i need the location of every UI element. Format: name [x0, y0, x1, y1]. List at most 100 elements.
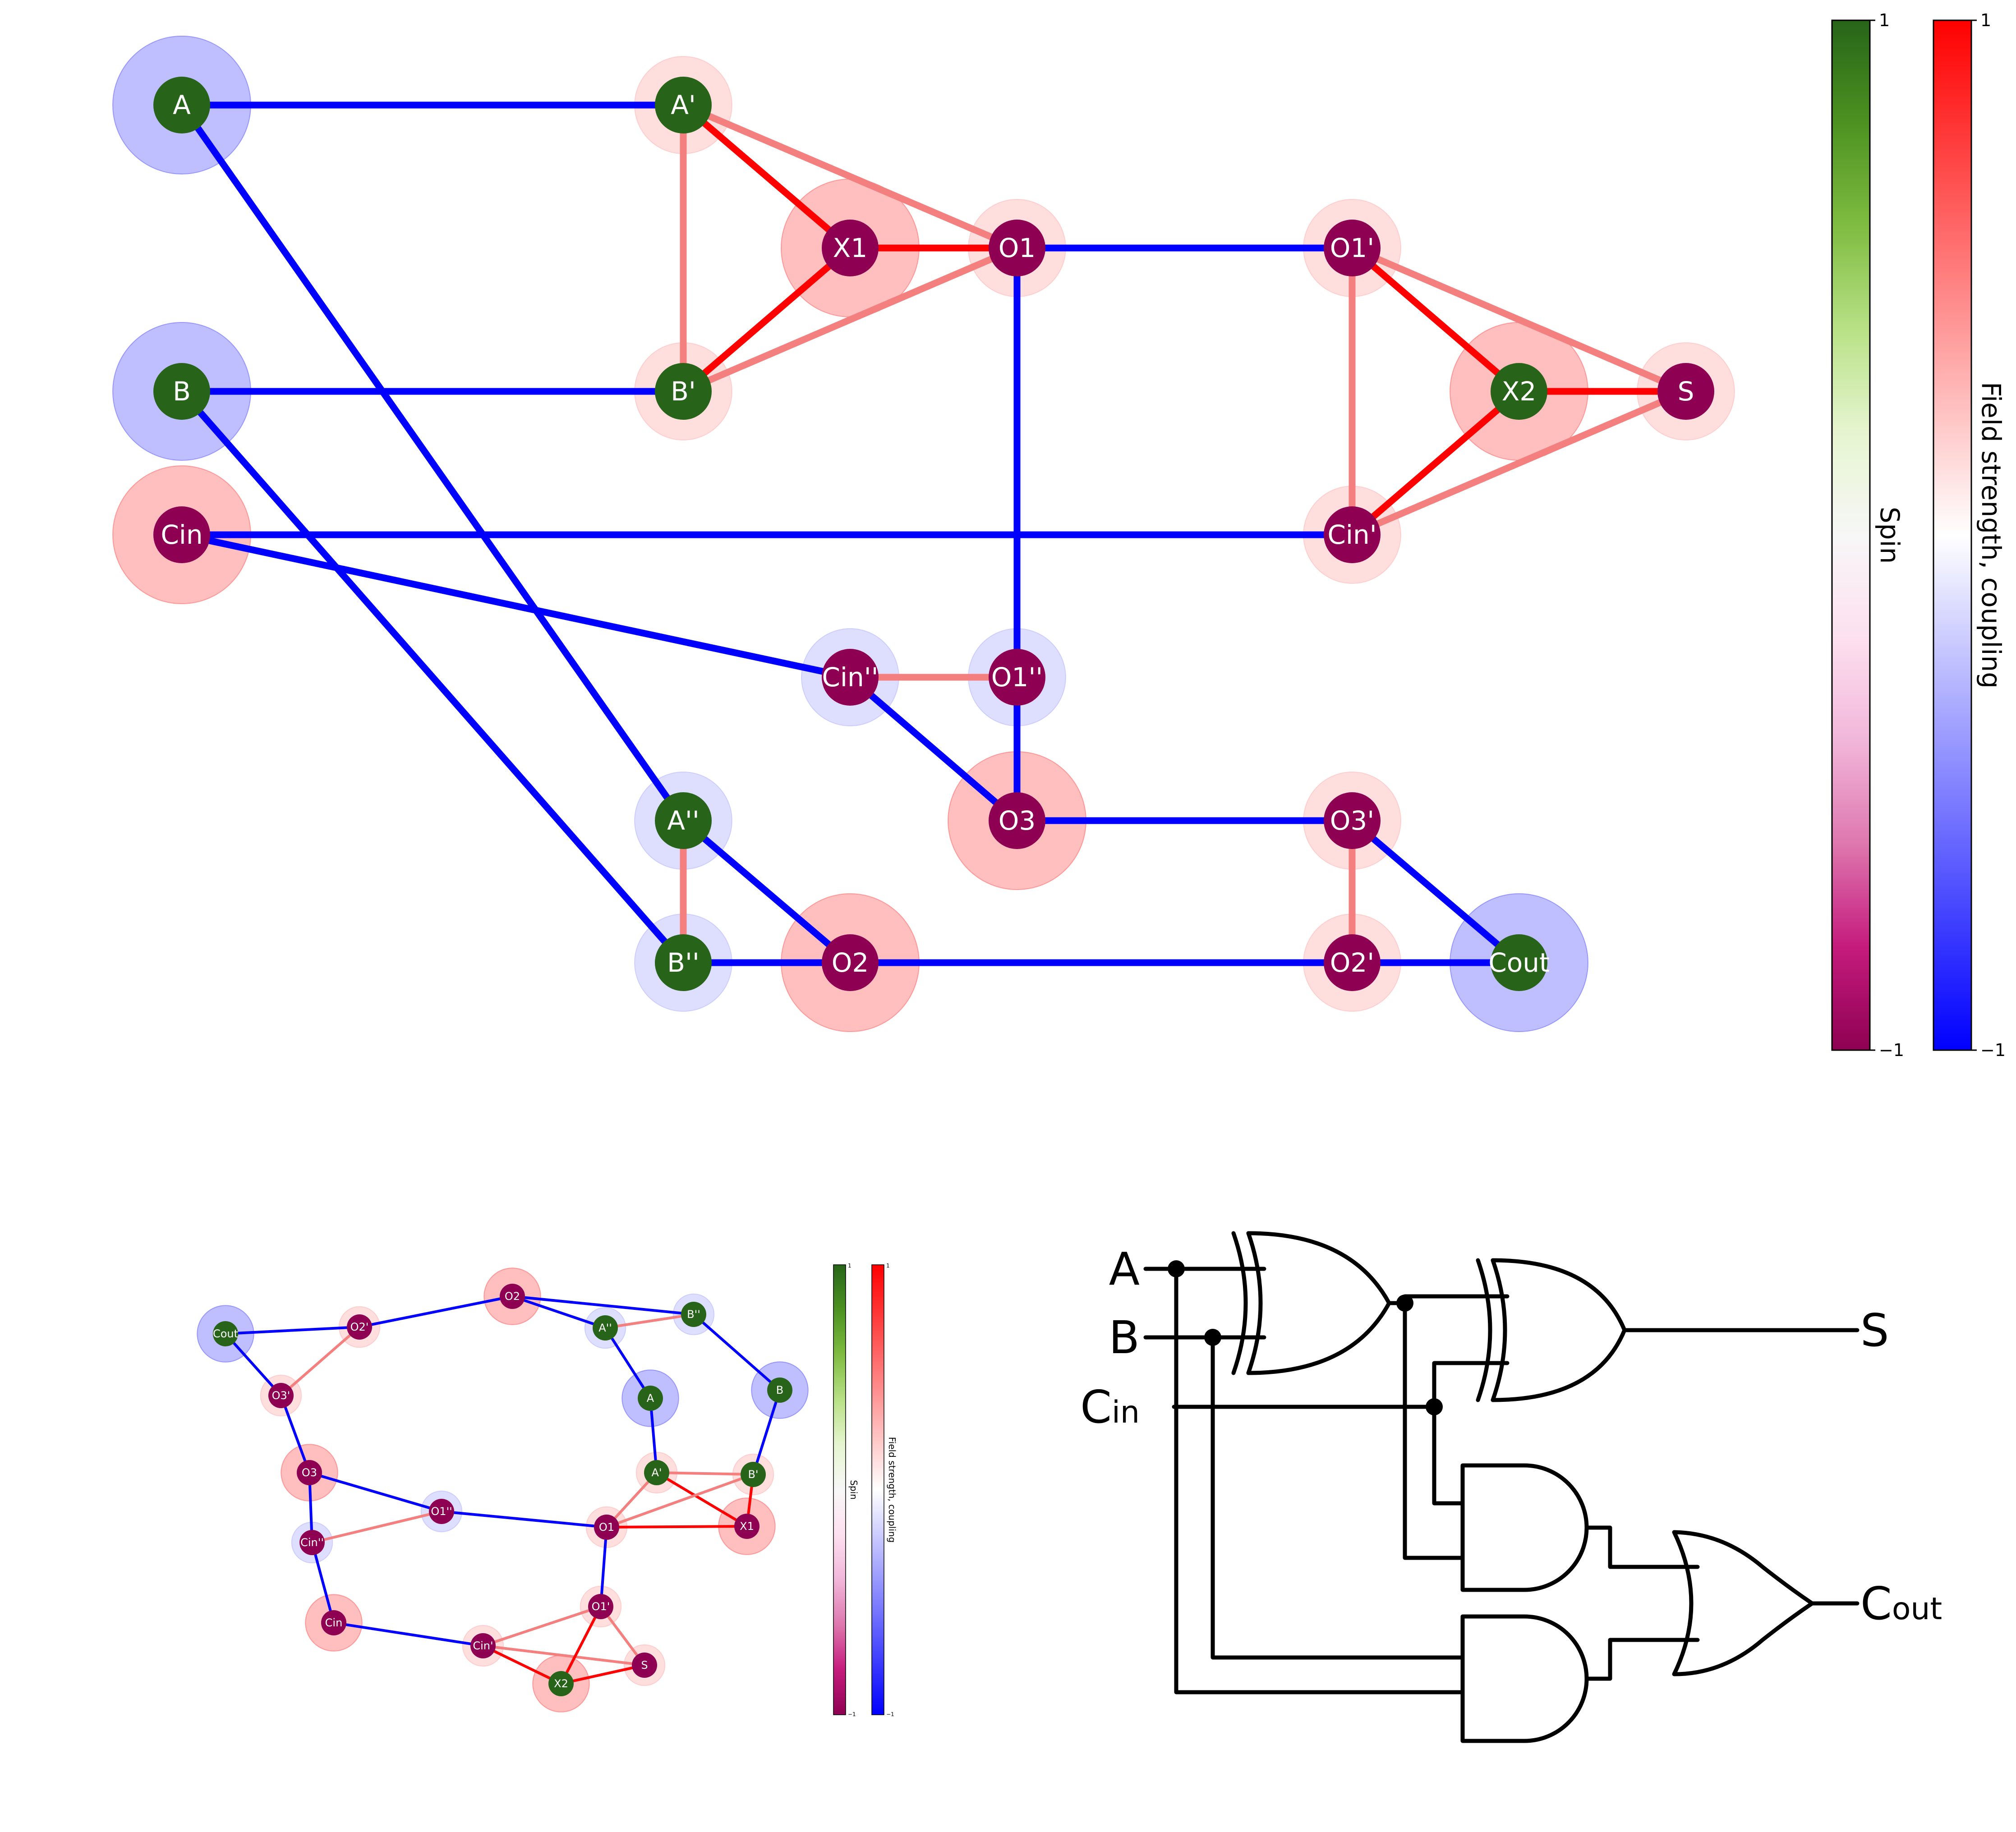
mini-spin-colorbar: 1 −1 Spin [833, 1263, 859, 1717]
mini-field-tick-min: −1 [886, 1711, 894, 1717]
node-o1: O1 [989, 220, 1045, 276]
edge-a1-x1 [681, 102, 852, 251]
node-label: B' [671, 376, 696, 407]
node-circle [655, 363, 712, 420]
circuit-wires [1143, 1267, 1860, 1694]
node-label: Cin'' [822, 662, 878, 693]
node-o3: O3 [297, 1460, 322, 1485]
node-cin: Cin [153, 506, 210, 563]
edge-b1-o1 [682, 245, 1018, 395]
node-circle [153, 363, 210, 420]
edge-a1-o1 [682, 102, 1018, 251]
node-circle [593, 1315, 618, 1341]
or-gate [1672, 1530, 1814, 1676]
node-circle [989, 792, 1045, 849]
mini-spin-tick-min: −1 [848, 1711, 856, 1717]
edge-cin-cin1 [333, 1621, 483, 1647]
edge-o3p-o2p [280, 1326, 360, 1397]
node-label: O3 [999, 805, 1036, 836]
node-cin2: Cin'' [822, 649, 879, 706]
mini-spin-nodes: ABCinA'B'X1O1O1'X2SCin'Cin''O1''A''O3O3'… [213, 1284, 792, 1696]
edge-o1p-x2 [560, 1606, 602, 1685]
edge-cin1-x2 [1350, 389, 1521, 537]
node-cin: Cin [321, 1610, 346, 1635]
node-a: A [638, 1386, 663, 1411]
node-circle [213, 1321, 238, 1346]
node-label: O3' [1330, 805, 1375, 836]
edge-cout-o2p [225, 1326, 360, 1335]
node-circle [594, 1515, 619, 1540]
edge-a-a2 [179, 103, 686, 823]
node-o3: O3 [989, 792, 1045, 849]
node-label: O1'' [991, 662, 1043, 693]
node-o1p: O1' [588, 1594, 613, 1619]
node-cin2: Cin'' [299, 1530, 325, 1555]
node-b2: B'' [681, 1302, 706, 1327]
edge-cin1-s [1351, 388, 1687, 538]
node-b: B [767, 1377, 792, 1403]
junction-dots [1168, 1260, 1443, 1415]
node-label: X1 [740, 1520, 754, 1533]
node-x2: X2 [1491, 363, 1547, 420]
edge-o1p-x2 [1350, 245, 1521, 394]
node-label: O1' [1330, 233, 1375, 263]
node-label: X1 [833, 233, 868, 263]
field-colorbar-tick-max: 1 [1980, 10, 1991, 30]
node-label: B'' [687, 1308, 700, 1321]
node-circle [299, 1530, 325, 1555]
field-colorbar-gradient [1933, 19, 1972, 1051]
full-adder-circuit [1143, 1231, 1860, 1743]
node-b1: B' [655, 363, 712, 420]
xor-gate-2 [1476, 1258, 1627, 1402]
node-circle [822, 220, 879, 276]
node-o1pp: O1'' [429, 1499, 454, 1524]
node-circle [741, 1462, 766, 1487]
node-circle [681, 1302, 706, 1327]
edge-b-b2 [179, 389, 686, 965]
node-o1: O1 [594, 1515, 619, 1540]
node-b1: B' [741, 1462, 766, 1487]
node-circle [989, 649, 1045, 706]
node-s: S [632, 1653, 657, 1678]
node-label: X2 [554, 1677, 568, 1690]
node-label: Cin' [1327, 519, 1376, 550]
node-label: O1 [599, 1521, 614, 1534]
node-circle [632, 1653, 657, 1678]
edge-o1pp-o1 [441, 1510, 607, 1529]
mini-ising-graph: ABCinA'B'X1O1O1'X2SCin'Cin''O1''A''O3O3'… [197, 1267, 809, 1713]
input-a-label: A [1109, 1243, 1140, 1295]
input-cin-label: Cin [1080, 1381, 1140, 1433]
output-cout-label: Cout [1860, 1577, 1942, 1630]
edge-o1p-s [1351, 245, 1687, 395]
node-circle [644, 1460, 669, 1485]
node-circle [989, 220, 1045, 276]
and-gate-1 [1460, 1463, 1589, 1592]
node-circle [297, 1460, 322, 1485]
node-circle [655, 792, 712, 849]
spin-colorbar-label: Spin [1874, 507, 1905, 564]
edge-b-b1 [752, 1390, 781, 1475]
spin-colorbar-gradient [1831, 19, 1871, 1051]
node-label: Cin [325, 1616, 343, 1629]
edge-cin1-x2 [482, 1644, 562, 1685]
node-label: B'' [667, 947, 700, 978]
edge-o2-b2 [512, 1295, 694, 1316]
node-label: A'' [667, 805, 700, 836]
node-b: B [153, 363, 210, 420]
node-label: O2' [1330, 947, 1375, 978]
edge-b2-b [693, 1313, 781, 1391]
node-label: O1' [592, 1600, 610, 1613]
node-circle [638, 1386, 663, 1411]
edge-o3p-cout [1350, 818, 1521, 965]
node-circle [1491, 934, 1547, 991]
node-o3p: O3' [1324, 792, 1381, 849]
node-circle [429, 1499, 454, 1524]
node-o2: O2 [500, 1284, 525, 1309]
node-circle [822, 934, 879, 991]
node-circle [347, 1314, 372, 1340]
edge-a2-a [604, 1327, 652, 1399]
node-label: B [776, 1384, 783, 1396]
edge-x1-o1 [606, 1525, 747, 1529]
